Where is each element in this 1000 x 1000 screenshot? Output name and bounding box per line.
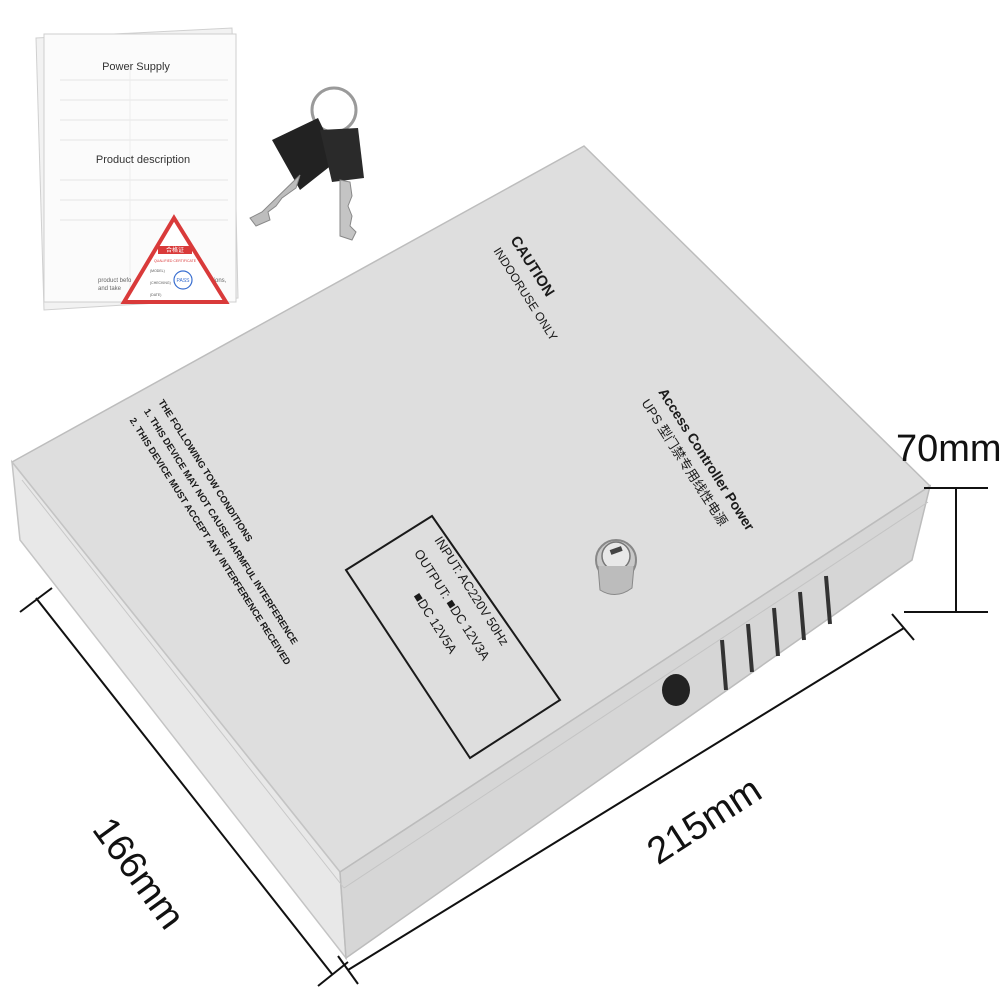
lock-icon — [595, 539, 637, 595]
pass-stamp-icon — [173, 270, 193, 290]
manual-footer-line2: and take — [98, 286, 122, 292]
manual-booklet: Power Supply Product description product… — [35, 27, 239, 311]
certificate-title: 合格证 — [166, 246, 184, 254]
keys-icon — [249, 86, 364, 241]
manual-footer-line1: product befo — [98, 278, 132, 284]
certificate-subtitle: QUALIFIED CERTIFICATE — [154, 259, 197, 263]
cable-hole — [662, 674, 690, 706]
manual-title: Power Supply — [102, 61, 170, 73]
vent-slots — [720, 575, 832, 691]
manual-footer-right: tions, — [212, 278, 227, 284]
certificate-row-checking: (CHECKING) — [150, 281, 171, 285]
dimension-lines — [19, 487, 988, 987]
height-dimension-label: 70mm — [896, 428, 1000, 470]
certificate-stamp: PASS — [177, 278, 191, 284]
power-supply-box: CAUTION INDOORUSE ONLY Access Controller… — [10, 145, 932, 961]
manual-subtitle: Product description — [96, 154, 190, 166]
certificate-row-date: (DATE) — [150, 293, 161, 297]
certificate-row-model: (MODEL) — [150, 269, 165, 273]
qualified-certificate-sticker: 合格证 QUALIFIED CERTIFICATE PASS (MODEL) (… — [120, 214, 230, 304]
